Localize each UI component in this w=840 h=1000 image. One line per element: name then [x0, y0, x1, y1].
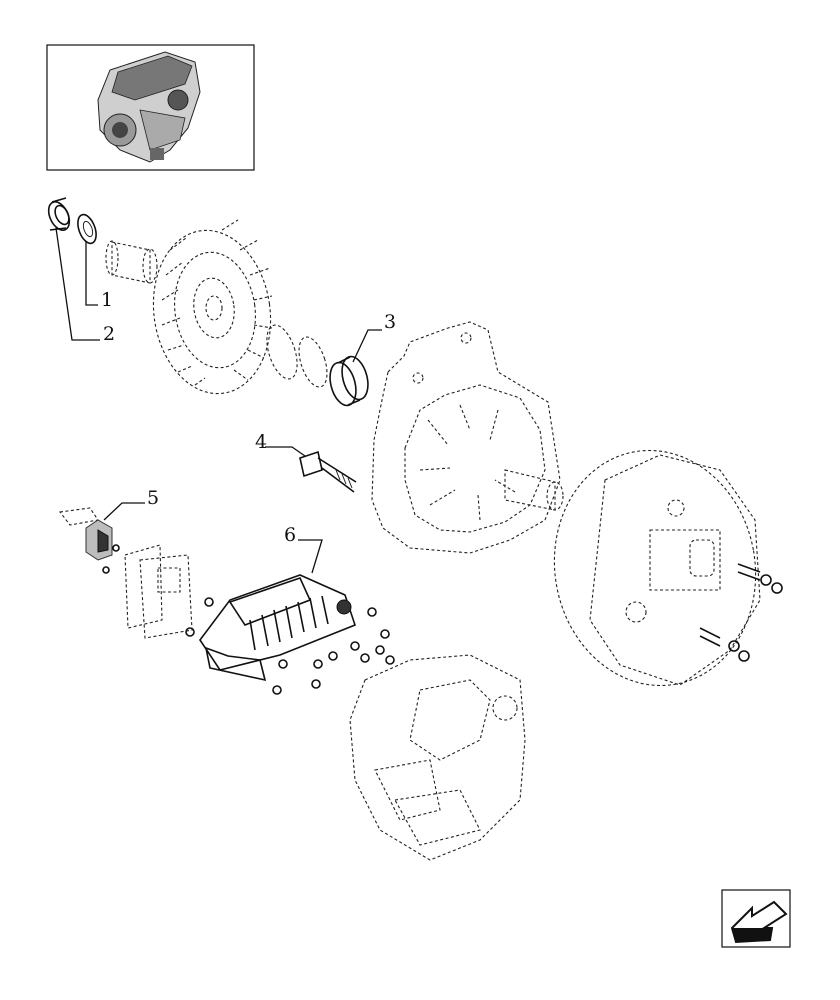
rotor-shaft: [504, 469, 564, 511]
next-page-button[interactable]: [721, 889, 791, 948]
engine-thumbnail[interactable]: [46, 44, 255, 171]
drive-end-housing: [371, 321, 561, 554]
callout-1: 1: [101, 289, 113, 311]
shim-rings: [266, 324, 328, 388]
callout-3: 3: [384, 311, 396, 333]
terminal-studs: [699, 563, 783, 662]
screws: [185, 597, 395, 695]
part-5-bracket[interactable]: [58, 507, 120, 574]
fan-wheel: [152, 219, 273, 395]
brush-holder-plates: [124, 544, 193, 639]
part-2-nut[interactable]: [45, 197, 74, 233]
part-6-regulator[interactable]: [199, 574, 356, 682]
callout-6: 6: [284, 524, 296, 546]
engine-thumbnail-icon: [97, 51, 201, 163]
next-page-arrow-icon: [730, 900, 788, 944]
rear-cover: [349, 654, 526, 861]
callout-labels: 1 2 3 4 5 6: [101, 289, 396, 546]
slip-ring-end-housing: [553, 449, 761, 687]
spacer-sleeve: [105, 240, 158, 284]
callout-4: 4: [255, 431, 267, 453]
part-3-bearing[interactable]: [326, 354, 373, 409]
callout-5: 5: [147, 487, 159, 509]
leader-lines: [55, 227, 382, 574]
callout-2: 2: [103, 323, 115, 345]
part-4-bolt[interactable]: [299, 450, 357, 493]
part-1-washer[interactable]: [74, 212, 99, 246]
